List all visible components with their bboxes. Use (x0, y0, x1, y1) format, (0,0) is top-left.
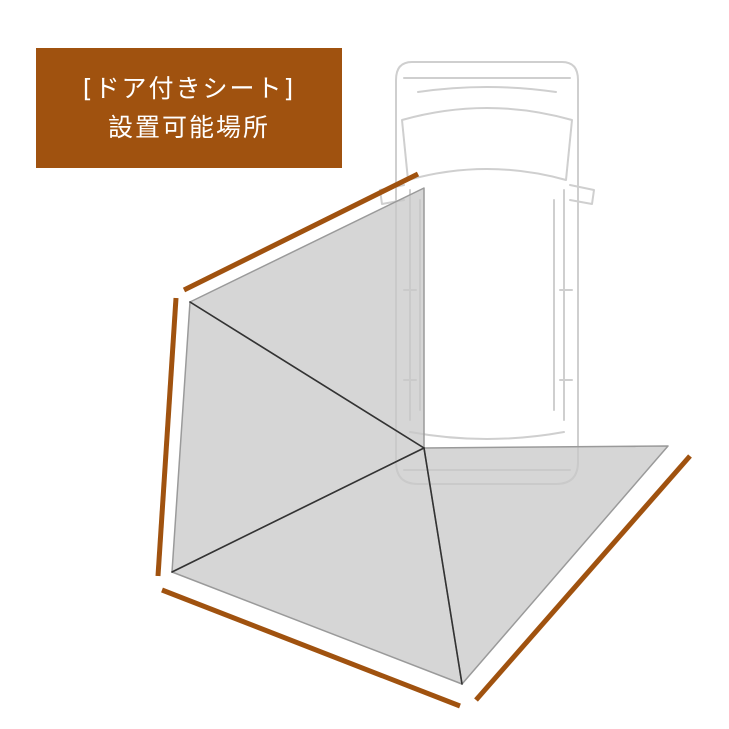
edge-marker-right (474, 454, 692, 702)
edge-marker-bottom (161, 587, 461, 709)
car-windshield (401, 107, 573, 181)
car-mirror-right (569, 184, 595, 205)
label-title: [ドア付きシート] (82, 74, 296, 103)
label-subtitle: 設置可能場所 (107, 113, 270, 142)
edge-marker-top (182, 171, 420, 293)
awning-panel-4 (423, 445, 669, 685)
car-rear-window (409, 431, 565, 440)
seam-line (171, 447, 425, 573)
installable-edges (155, 171, 692, 709)
seam-line (189, 301, 425, 449)
edge-marker-left (155, 297, 179, 577)
car-hood-line (417, 86, 557, 93)
awning-panels (171, 187, 669, 685)
seam-line (423, 447, 463, 685)
installation-label: [ドア付きシート] 設置可能場所 (36, 48, 342, 168)
awning-seams (171, 301, 463, 685)
